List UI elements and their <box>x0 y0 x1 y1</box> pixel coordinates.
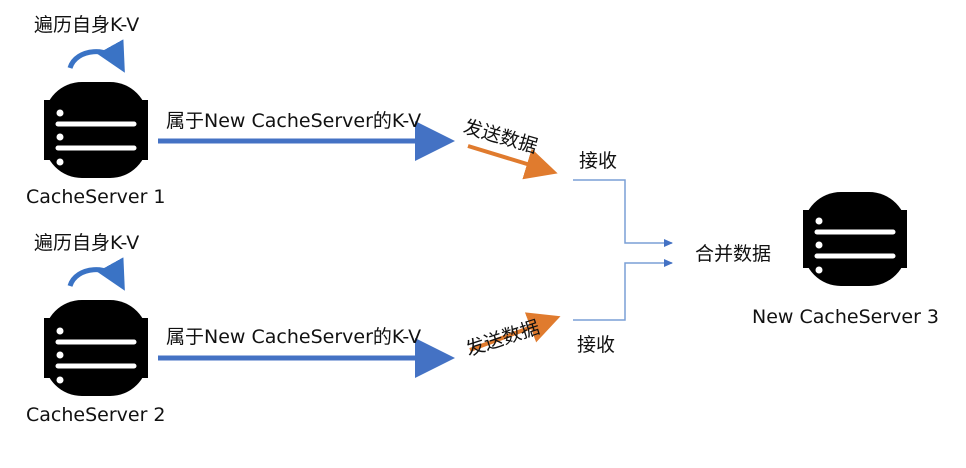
self-loop-icon-1 <box>67 39 125 73</box>
new-cacheserver-3-database-icon <box>803 192 907 286</box>
new-cacheserver-3-name: New CacheServer 3 <box>752 306 940 328</box>
merge-connector-1 <box>573 179 673 247</box>
receive-label-1: 接收 <box>579 150 618 172</box>
merge-data-label: 合并数据 <box>695 243 772 265</box>
transfer-label-1: 属于New CacheServer的K-V <box>166 110 422 132</box>
send-arrow-1 <box>467 144 558 180</box>
cacheserver-1-name: CacheServer 1 <box>26 186 166 208</box>
cacheserver-2-name: CacheServer 2 <box>26 404 166 426</box>
cacheserver-2-database-icon <box>44 300 148 396</box>
self-iterate-label-2: 遍历自身K-V <box>34 232 140 254</box>
cacheserver-1-database-icon <box>44 82 148 178</box>
send-arrow-2 <box>469 312 561 352</box>
receive-label-2: 接收 <box>577 334 616 356</box>
transfer-label-2: 属于New CacheServer的K-V <box>166 326 422 348</box>
merge-connector-2 <box>573 259 673 321</box>
self-loop-icon-2 <box>67 257 125 291</box>
self-iterate-label-1: 遍历自身K-V <box>34 14 140 36</box>
